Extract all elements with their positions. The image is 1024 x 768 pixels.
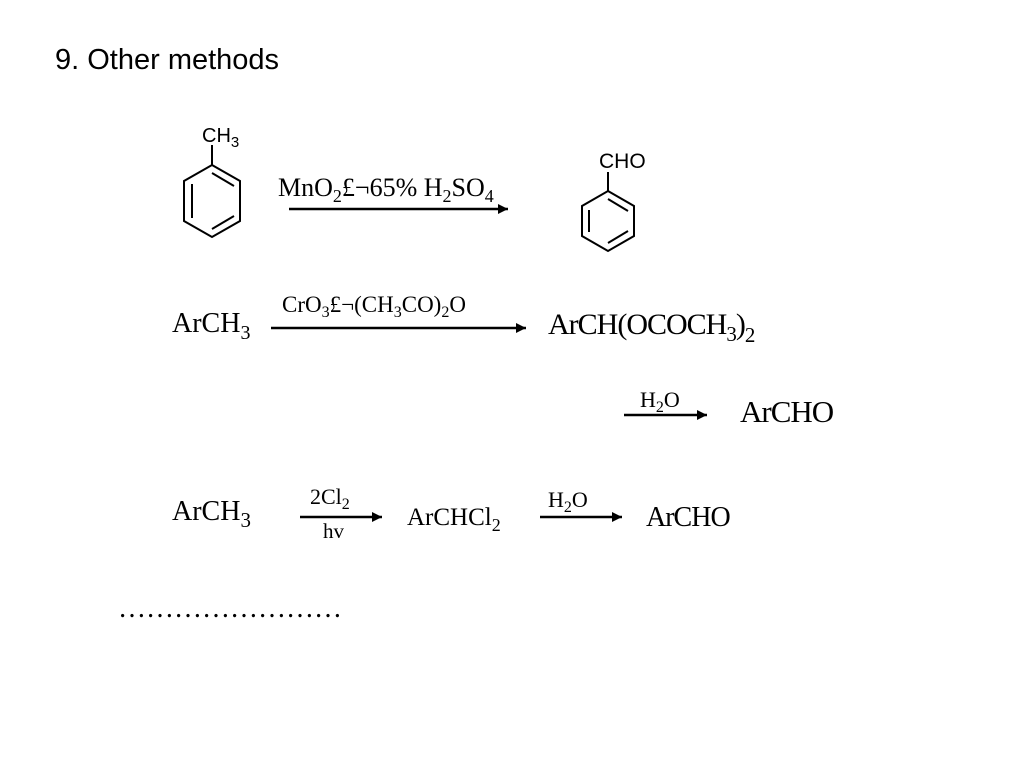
benzaldehyde-structure: CHO	[581, 150, 646, 253]
ring-double-bond	[607, 198, 629, 212]
svg-text:MnO2£¬65% H2SO4: MnO2£¬65% H2SO4	[278, 173, 494, 206]
aldehyde-label: CHO	[599, 150, 646, 173]
reagent-h2o: H2O	[548, 487, 588, 516]
methyl-label: CH3	[202, 125, 239, 151]
slide-title: 9. Other methods	[55, 44, 280, 76]
reagent-2cl2: 2Cl2	[310, 484, 350, 513]
product-archo: ArCHO	[740, 394, 834, 429]
reagent-h2o: H2O	[640, 387, 680, 416]
reactant-arch3: ArCH3	[172, 308, 250, 344]
reagent-hv: hv	[323, 519, 345, 543]
benzene-ring	[183, 163, 241, 239]
intermediate-archcl2: ArCHCl2	[407, 504, 501, 535]
product-archo: ArCHO	[646, 502, 730, 533]
benzene-ring	[581, 189, 635, 253]
ring-double-bond	[211, 172, 235, 187]
reagent-mno2-h2so4: MnO2£¬65% H2SO4	[278, 173, 494, 206]
ring-double-bond	[211, 215, 235, 230]
toluene-structure: CH3	[183, 125, 241, 239]
continuation-ellipsis: ……………………	[118, 593, 342, 624]
product-diacetate: ArCH(OCOCH3)2	[548, 308, 755, 347]
reagent-cro3-ac2o: CrO3£¬(CH3CO)2O	[282, 292, 466, 321]
reactant-arch3: ArCH3	[172, 496, 251, 532]
ring-double-bond	[607, 230, 629, 244]
